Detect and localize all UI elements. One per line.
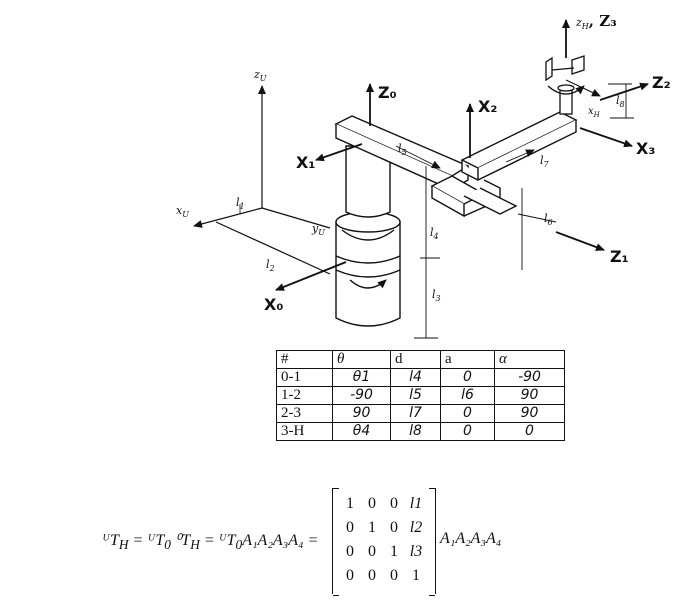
table-row: 0-1 θ1 l4 0 -90 [276, 368, 565, 387]
matrix-row: 0 0 1 l3 [339, 540, 427, 564]
row-index: 0-1 [276, 368, 333, 387]
matrix-cell: 0 [368, 495, 376, 512]
matrix-cell: 0 [368, 567, 376, 584]
upper-column [345, 145, 391, 218]
cell-theta: -90 [332, 386, 391, 405]
dh-parameter-table: # θ d a α 0-1 θ1 l4 0 -90 1-2 -90 l5 l6 … [276, 350, 565, 441]
label-l8: l8 [616, 94, 625, 109]
header-alpha: α [494, 350, 565, 369]
matrix-row: 0 0 0 1 [339, 564, 427, 588]
cell-theta: θ4 [332, 422, 391, 441]
matrix-cell: 0 [346, 543, 354, 560]
label-l1: l1 [236, 196, 245, 211]
robot-arm-diagram: zU xU yU l1 l2 l3 l4 l5 l6 l7 l8 Z₀ X₁ X… [176, 12, 671, 339]
label-xu: xU [176, 204, 189, 219]
label-l7: l7 [540, 154, 550, 169]
label-Z1: Z₁ [610, 247, 629, 266]
cell-d: l5 [390, 386, 441, 405]
cell-alpha: -90 [494, 368, 565, 387]
label-X1: X₁ [296, 153, 315, 172]
label-Z2: Z₂ [652, 73, 671, 92]
matrix-cell: 0 [346, 519, 354, 536]
matrix-cell: 0 [390, 519, 398, 536]
label-zu: zU [253, 68, 267, 83]
header-a: a [440, 350, 495, 369]
frame-arrows [275, 19, 649, 291]
matrix-cell: 0 [390, 567, 398, 584]
cell-alpha: 90 [494, 386, 565, 405]
label-l6: l6 [544, 212, 553, 227]
cell-d: l4 [390, 368, 441, 387]
row-index: 3-H [276, 422, 333, 441]
cell-alpha: 90 [494, 404, 565, 423]
world-frame [193, 85, 331, 275]
matrix-row: 1 0 0 l1 [339, 492, 427, 516]
cell-alpha: 0 [494, 422, 565, 441]
matrix-cell: 0 [390, 495, 398, 512]
matrix-cell: l2 [409, 519, 423, 536]
cell-a: l6 [440, 386, 495, 405]
matrix-cell: 1 [368, 519, 376, 536]
label-zH-Z3: zH, Z₃ [575, 12, 617, 31]
cell-d: l7 [390, 404, 441, 423]
label-l3: l3 [432, 288, 441, 303]
cell-a: 0 [440, 422, 495, 441]
label-X2: X₂ [478, 97, 497, 116]
matrix-cell: 1 [346, 495, 354, 512]
label-l5: l5 [398, 142, 407, 157]
label-X3: X₃ [636, 139, 655, 158]
dimension-lines [395, 83, 634, 339]
cell-d: l8 [390, 422, 441, 441]
matrix-cell: 0 [346, 567, 354, 584]
matrix-cell: 1 [390, 543, 398, 560]
matrix-cell: l1 [409, 495, 423, 512]
label-l2: l2 [266, 258, 275, 273]
label-Z0: Z₀ [378, 83, 397, 102]
matrix-cell: 0 [368, 543, 376, 560]
table-header-row: # θ d a α [276, 350, 565, 369]
matrix-row: 0 1 0 l2 [339, 516, 427, 540]
label-l4: l4 [430, 226, 439, 241]
cell-theta: 90 [332, 404, 391, 423]
equation-rhs: A₁A₂A₃A₄ [440, 530, 502, 547]
row-index: 1-2 [276, 386, 333, 405]
translation-matrix: 1 0 0 l1 0 1 0 l2 0 0 1 l3 0 0 0 1 [332, 488, 436, 596]
table-row: 2-3 90 l7 0 90 [276, 404, 565, 423]
base-cylinder [335, 211, 401, 327]
slider-block [430, 175, 518, 218]
cell-a: 0 [440, 404, 495, 423]
header-theta: θ [332, 350, 391, 369]
matrix-cell: l3 [409, 543, 423, 560]
transform-equation: ᵁTH = ᵁT0 ⁰TH = ᵁT0A₁A₂A₃A₄ = 1 0 0 l1 0… [102, 488, 522, 596]
row-index: 2-3 [276, 404, 333, 423]
wrist-gripper [545, 55, 585, 115]
equation-lhs: ᵁTH = ᵁT0 ⁰TH = ᵁT0A₁A₂A₃A₄ = [102, 532, 319, 553]
header-index: # [276, 350, 333, 369]
header-d: d [390, 350, 441, 369]
label-X0: X₀ [264, 295, 283, 314]
table-row: 1-2 -90 l5 l6 90 [276, 386, 565, 405]
cell-theta: θ1 [332, 368, 391, 387]
label-yu: yU [311, 222, 325, 237]
arm-link-l7 [460, 111, 578, 182]
cell-a: 0 [440, 368, 495, 387]
matrix-cell: 1 [412, 567, 420, 584]
table-row: 3-H θ4 l8 0 0 [276, 422, 565, 441]
label-xH: xH [588, 106, 601, 119]
